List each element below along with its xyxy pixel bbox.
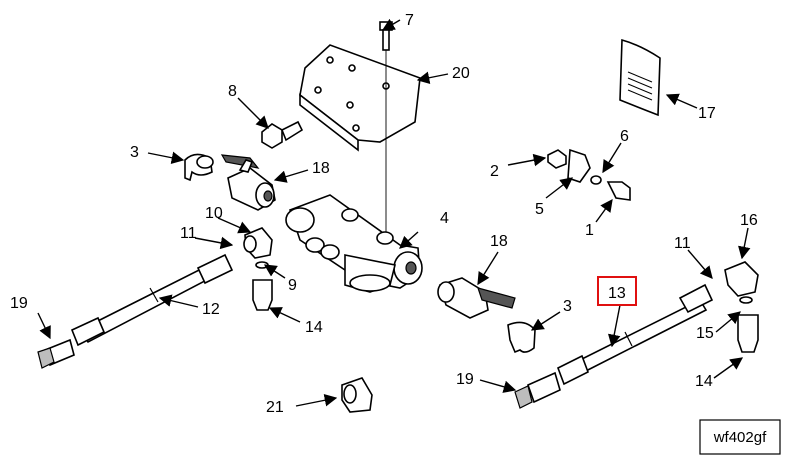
ball-valve-left <box>220 154 276 211</box>
bolt-8 <box>261 120 304 149</box>
fitting-21 <box>341 377 373 413</box>
callout-14-right: 14 <box>695 373 713 390</box>
callout-15: 15 <box>696 325 714 342</box>
callout-5: 5 <box>535 201 544 218</box>
callout-1: 1 <box>585 222 594 239</box>
callout-18-left: 18 <box>312 160 330 177</box>
hose-13 <box>514 283 714 409</box>
ball-valve-right <box>437 277 516 319</box>
callout-labels: 7 8 20 3 18 10 11 9 14 12 19 4 18 3 2 5 … <box>10 12 758 416</box>
callout-6: 6 <box>620 128 629 145</box>
elbow-16 <box>724 261 759 353</box>
callout-3-left: 3 <box>130 144 139 161</box>
callout-3-right: 3 <box>563 298 572 315</box>
callout-17: 17 <box>698 105 716 122</box>
mounting-bracket <box>299 40 421 240</box>
callout-21: 21 <box>266 399 284 416</box>
callout-8: 8 <box>228 83 237 100</box>
hose-12 <box>37 253 234 369</box>
callout-11-left: 11 <box>180 225 197 242</box>
elbow-10 <box>243 227 273 311</box>
callout-13: 13 <box>608 285 626 302</box>
callout-14-left: 14 <box>305 319 323 336</box>
reference-code-box: wf402gf <box>699 419 781 455</box>
callout-20: 20 <box>452 65 470 82</box>
highlight-box <box>597 276 637 306</box>
small-hardware <box>547 148 631 201</box>
callout-18-right: 18 <box>490 233 508 250</box>
callout-11-right: 11 <box>674 235 691 252</box>
callout-16: 16 <box>740 212 758 229</box>
callout-9: 9 <box>288 277 297 294</box>
callout-10: 10 <box>205 205 223 222</box>
callout-12: 12 <box>202 301 220 318</box>
callout-7: 7 <box>405 12 414 29</box>
leader-lines <box>37 18 751 407</box>
warning-label <box>619 38 661 117</box>
callout-2: 2 <box>490 163 499 180</box>
callout-4: 4 <box>440 210 449 227</box>
reference-code: wf402gf <box>713 429 767 446</box>
callout-19-left: 19 <box>10 295 28 312</box>
elbow-right <box>507 321 536 354</box>
elbow-left <box>184 153 214 182</box>
manifold-block <box>285 194 423 293</box>
callout-19-right: 19 <box>456 371 474 388</box>
